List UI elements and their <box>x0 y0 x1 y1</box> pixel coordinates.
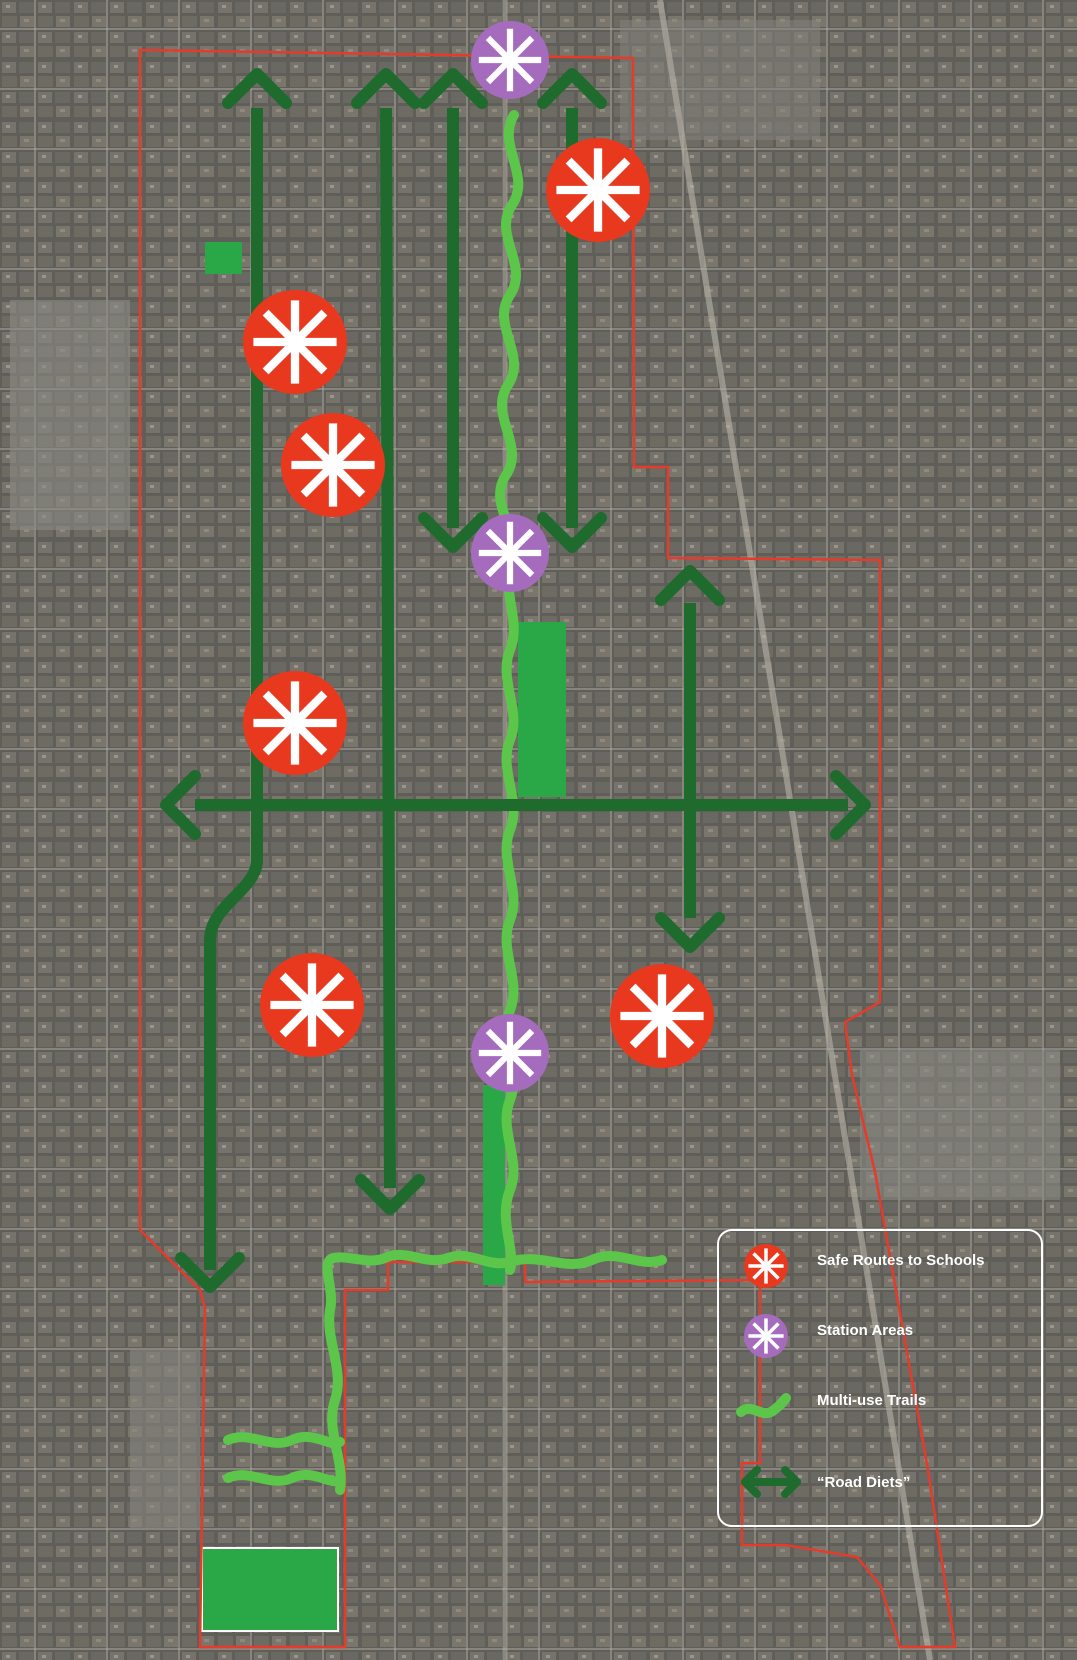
safe-routes-to-schools-marker <box>243 671 347 775</box>
arrowhead <box>418 512 488 553</box>
arrowhead <box>655 912 725 953</box>
road-diet-arrow-icon <box>741 1466 801 1498</box>
legend-label-road-diets: “Road Diets” <box>817 1474 910 1491</box>
trail-southwest-upper <box>223 1431 345 1449</box>
legend-label-safe-routes: Safe Routes to Schools <box>817 1252 985 1269</box>
station-area-marker <box>471 1014 549 1092</box>
arrowhead <box>175 1252 245 1293</box>
road-diet-corridor <box>380 107 396 1189</box>
arrowhead <box>160 770 201 840</box>
park <box>483 1085 505 1285</box>
safe-routes-to-schools-marker <box>243 290 347 394</box>
study-area-boundary <box>138 48 957 1649</box>
legend-label-multi-use-trails: Multi-use Trails <box>817 1392 926 1409</box>
arrowhead <box>537 68 607 109</box>
industrial-area-ne <box>620 20 820 140</box>
arrowhead <box>655 565 725 606</box>
safe-routes-marker-icon <box>744 1244 788 1288</box>
safe-routes-to-schools-marker <box>610 964 714 1068</box>
station-area-marker-icon <box>744 1314 788 1358</box>
safe-routes-to-schools-marker <box>281 413 385 517</box>
legend-school-marker <box>744 1244 788 1288</box>
safe-routes-to-schools-marker <box>546 138 650 242</box>
industrial-area-se <box>860 1050 1060 1200</box>
trail-east-spur <box>505 1251 667 1269</box>
legend-label-station-areas: Station Areas <box>817 1322 913 1339</box>
arrowhead <box>537 512 607 553</box>
station-area-marker <box>471 514 549 592</box>
park <box>201 1547 339 1632</box>
road-diet-arrowheads <box>160 68 871 1293</box>
arrowhead <box>351 68 421 109</box>
arrowhead <box>418 68 488 109</box>
legend-box <box>717 1229 1043 1527</box>
multi-use-trail-icon <box>736 1393 791 1419</box>
road-diets <box>195 107 848 1270</box>
map-legend: Safe Routes to Schools Station Areas Mul… <box>717 1229 1043 1527</box>
industrial-area-nw <box>10 300 130 530</box>
park <box>518 622 566 797</box>
arrowhead <box>222 68 292 109</box>
trail-southwest-lower <box>223 1469 345 1487</box>
safe-routes-to-schools-markers <box>243 138 714 1068</box>
arrowhead <box>355 1174 425 1215</box>
industrial-area-sw <box>130 1350 200 1530</box>
legend-station-marker <box>744 1314 788 1358</box>
safe-routes-to-schools-marker <box>260 953 364 1057</box>
major-road-rail <box>657 0 933 1660</box>
parks <box>201 242 566 1632</box>
road-diet-corridor <box>204 108 263 1270</box>
arrowhead <box>830 770 871 840</box>
park <box>205 242 242 274</box>
trail-west-link <box>328 1249 515 1269</box>
station-area-marker <box>471 21 549 99</box>
station-area-markers <box>471 21 549 1092</box>
